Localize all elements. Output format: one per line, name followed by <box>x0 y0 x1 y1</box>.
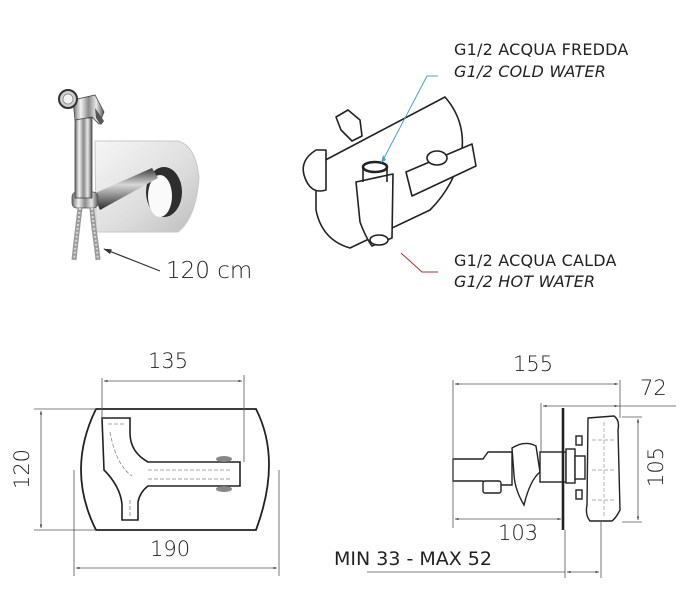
side-body-depth-dimension: 72 <box>640 376 667 400</box>
cold-water-label-it: G1/2 ACQUA FREDDA <box>454 40 629 59</box>
hose-length-label: 120 cm <box>166 258 253 284</box>
cold-water-label-en: G1/2 COLD WATER <box>454 62 607 81</box>
product-photo <box>58 89 200 272</box>
front-height-dimension: 120 <box>10 448 35 490</box>
side-view-dimensions <box>367 380 676 578</box>
hot-water-leader <box>400 252 438 273</box>
side-projection-dimension: 103 <box>498 521 539 545</box>
side-view-drawing <box>452 408 621 530</box>
front-view-drawing <box>80 408 270 531</box>
exploded-view-drawing <box>302 96 477 249</box>
hot-water-label-it: G1/2 ACQUA CALDA <box>454 251 617 270</box>
wall-depth-range-label: MIN 33 - MAX 52 <box>334 548 492 570</box>
side-depth-dimension: 155 <box>513 352 554 376</box>
front-view-dimensions <box>34 375 280 576</box>
hot-water-label-en: G1/2 HOT WATER <box>454 272 596 291</box>
front-width-bottom-dimension: 190 <box>150 537 191 561</box>
front-width-top-dimension: 135 <box>148 349 189 373</box>
cold-water-leader <box>382 75 438 161</box>
side-height-dimension: 105 <box>644 446 669 488</box>
